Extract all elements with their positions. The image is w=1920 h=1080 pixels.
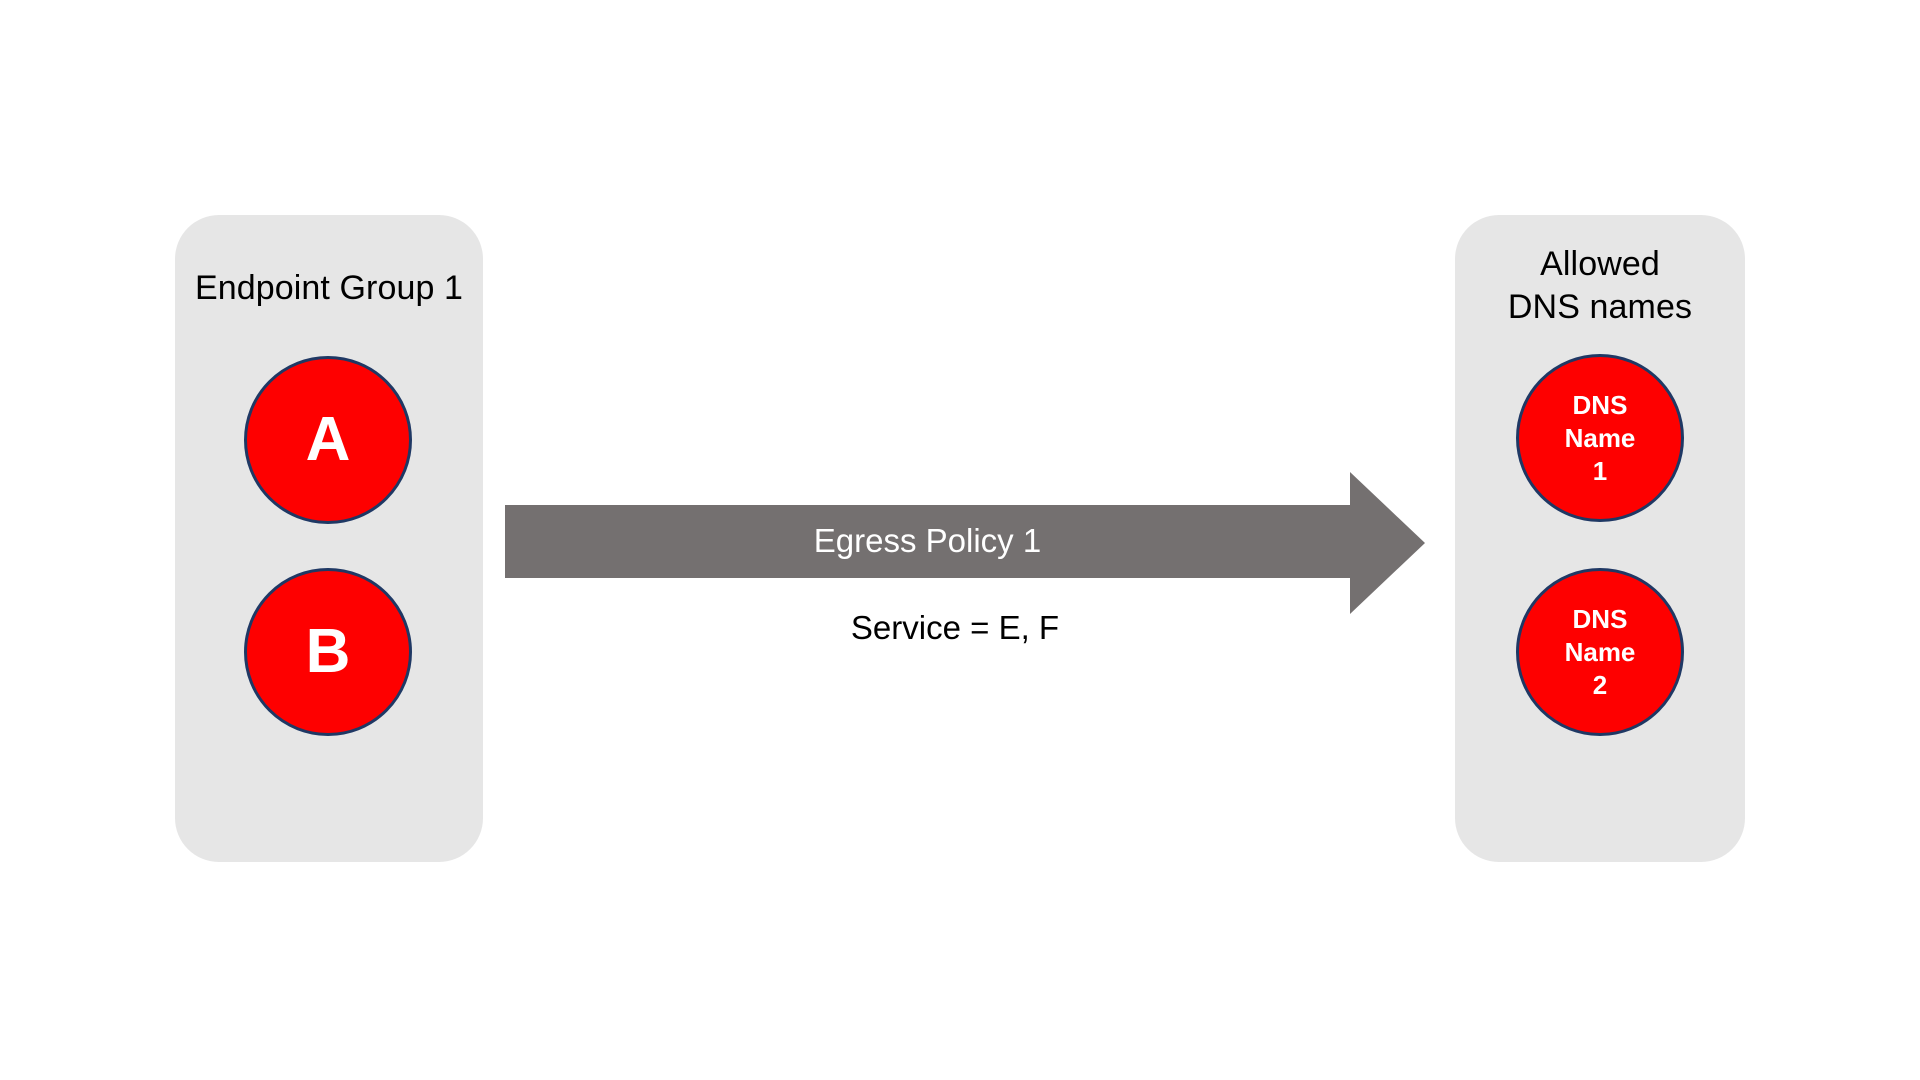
endpoint-node-a[interactable]: A [244, 356, 412, 524]
dns-name-1-label: DNS Name 1 [1564, 389, 1636, 486]
egress-policy-service-label: Service = E, F [850, 609, 1060, 646]
dns-name-1-node[interactable]: DNS Name 1 [1516, 354, 1684, 522]
endpoint-group-panel[interactable]: Endpoint Group 1 [175, 215, 483, 862]
endpoint-node-b-label: B [305, 617, 351, 686]
dns-name-2-node[interactable]: DNS Name 2 [1516, 568, 1684, 736]
endpoint-node-b[interactable]: B [244, 568, 412, 736]
endpoint-group-title: Endpoint Group 1 [194, 269, 464, 307]
egress-policy-label: Egress Policy 1 [813, 522, 1042, 559]
allowed-dns-names-title: Allowed DNS names [1507, 245, 1693, 326]
endpoint-node-a-label: A [305, 405, 351, 474]
dns-name-2-label: DNS Name 2 [1564, 603, 1636, 700]
egress-policy-arrow-icon[interactable] [505, 472, 1425, 614]
allowed-dns-names-panel[interactable]: Allowed DNS names [1455, 215, 1745, 862]
